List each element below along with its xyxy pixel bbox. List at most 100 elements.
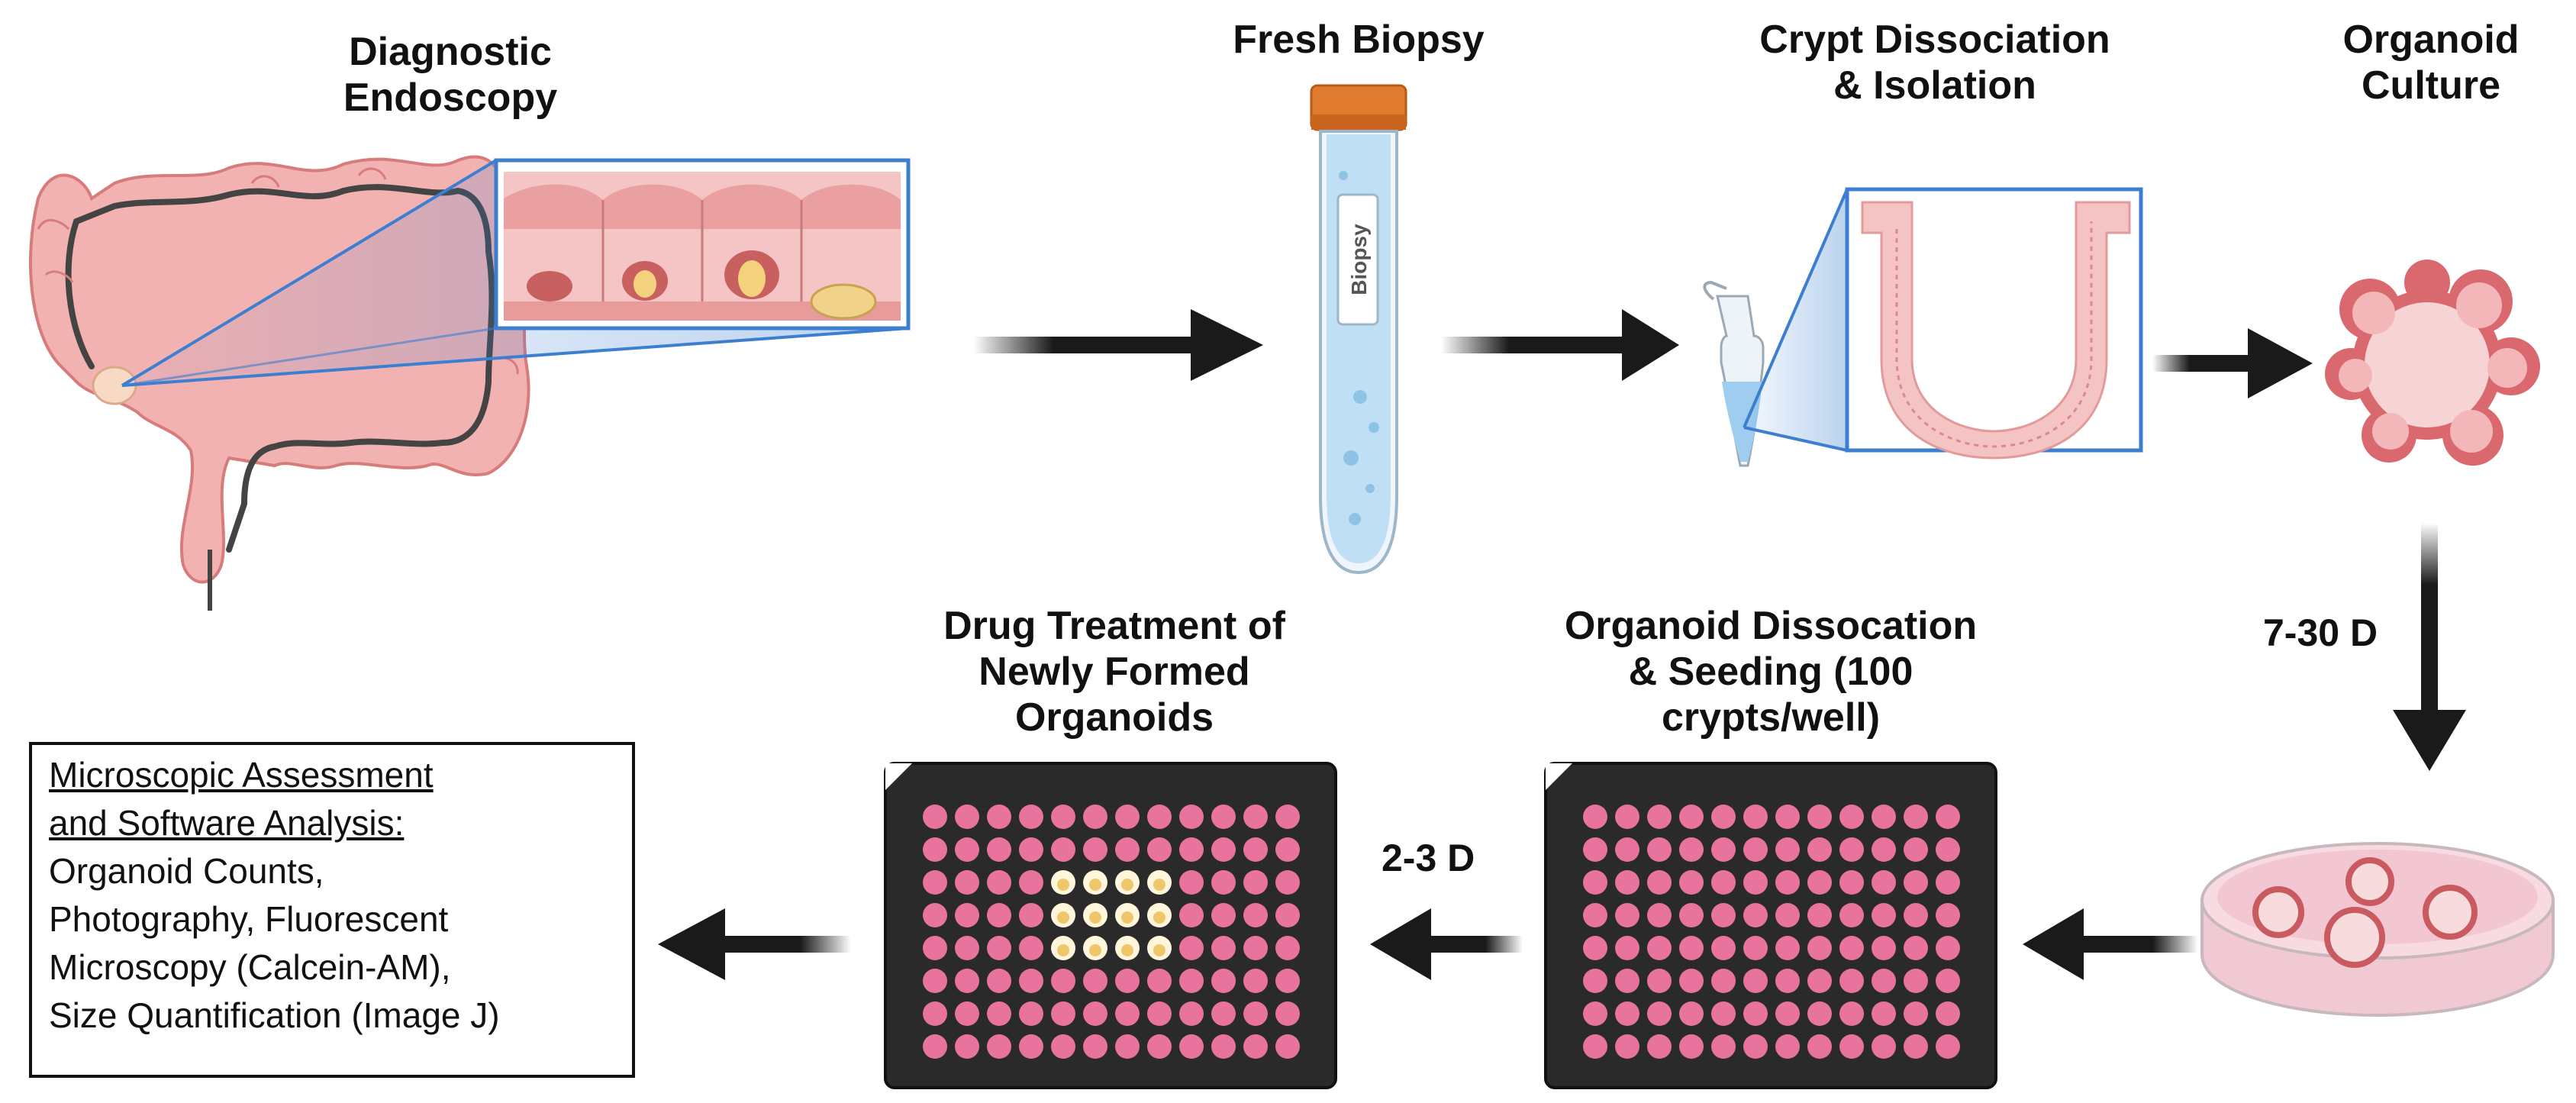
tube-label: Biopsy xyxy=(1347,224,1371,295)
arrow-drug-to-assessment xyxy=(658,908,851,980)
well xyxy=(1679,969,1704,993)
well xyxy=(1679,1034,1704,1059)
culture-title: Organoid Culture xyxy=(2305,17,2557,108)
well xyxy=(987,936,1011,960)
well xyxy=(1807,936,1832,960)
well xyxy=(987,837,1011,862)
well xyxy=(1147,805,1172,829)
endoscopy-title-line2: Endoscopy xyxy=(343,76,558,120)
well xyxy=(1243,936,1268,960)
well xyxy=(1019,805,1043,829)
well xyxy=(1872,969,1896,993)
organoid-dot xyxy=(1057,944,1069,956)
well xyxy=(1211,870,1236,895)
organoid-dot xyxy=(1153,944,1165,956)
well xyxy=(1775,1001,1800,1026)
drug-title-line1: Drug Treatment of xyxy=(943,604,1285,648)
well xyxy=(1839,870,1864,895)
well xyxy=(1243,1001,1268,1026)
well xyxy=(1711,870,1736,895)
seeding-title: Organoid Dissocation & Seeding (100 cryp… xyxy=(1496,603,2046,740)
well xyxy=(1936,870,1960,895)
assessment-heading-line2: and Software Analysis: xyxy=(49,803,405,843)
well xyxy=(1743,1001,1768,1026)
well xyxy=(1647,936,1672,960)
organoid-dot xyxy=(1089,911,1101,924)
well xyxy=(1904,837,1928,862)
well xyxy=(1936,1034,1960,1059)
well xyxy=(1936,903,1960,927)
well xyxy=(1743,903,1768,927)
well xyxy=(1615,1034,1639,1059)
well xyxy=(1743,837,1768,862)
well xyxy=(1243,969,1268,993)
endoscopy-title: Diagnostic Endoscopy xyxy=(290,29,611,121)
well xyxy=(1211,936,1236,960)
well xyxy=(1583,1001,1607,1026)
well xyxy=(1775,805,1800,829)
well xyxy=(955,870,979,895)
well xyxy=(1211,1034,1236,1059)
endoscopy-title-line1: Diagnostic xyxy=(349,30,552,74)
well xyxy=(1872,1034,1896,1059)
well xyxy=(923,837,947,862)
well xyxy=(1115,969,1140,993)
well xyxy=(1583,1034,1607,1059)
well xyxy=(1211,837,1236,862)
well xyxy=(1679,805,1704,829)
assessment-box: Microscopic Assessment and Software Anal… xyxy=(29,742,635,1078)
well xyxy=(955,969,979,993)
well xyxy=(1711,1001,1736,1026)
well xyxy=(1679,870,1704,895)
well xyxy=(1179,969,1204,993)
assessment-line: Microscopy (Calcein-AM), xyxy=(49,947,451,987)
well xyxy=(1872,1001,1896,1026)
well xyxy=(1211,805,1236,829)
well xyxy=(1051,1034,1075,1059)
biopsy-tube: Biopsy xyxy=(1310,84,1407,575)
well xyxy=(1243,870,1268,895)
well xyxy=(987,969,1011,993)
well xyxy=(1019,1001,1043,1026)
well xyxy=(1051,837,1075,862)
well xyxy=(1711,969,1736,993)
well xyxy=(1807,870,1832,895)
well xyxy=(1615,805,1639,829)
well xyxy=(987,805,1011,829)
well xyxy=(923,969,947,993)
well xyxy=(1115,837,1140,862)
well xyxy=(1275,903,1300,927)
assessment-line: Photography, Fluorescent xyxy=(49,899,449,939)
biopsy-title-line1: Fresh Biopsy xyxy=(1233,18,1485,62)
well xyxy=(1583,870,1607,895)
well xyxy=(987,870,1011,895)
seeding-plate-wells xyxy=(1583,805,1960,1059)
well xyxy=(1583,936,1607,960)
well xyxy=(1872,805,1896,829)
well xyxy=(955,837,979,862)
well xyxy=(1615,870,1639,895)
well xyxy=(1807,969,1832,993)
organoid-dot xyxy=(1089,879,1101,891)
well xyxy=(1839,805,1864,829)
well xyxy=(1083,1001,1107,1026)
well xyxy=(1275,805,1300,829)
well xyxy=(1019,837,1043,862)
well xyxy=(1711,903,1736,927)
well xyxy=(1583,903,1607,927)
well xyxy=(955,1001,979,1026)
well xyxy=(1904,1034,1928,1059)
well xyxy=(1647,969,1672,993)
culture-title-line2: Culture xyxy=(2362,63,2500,108)
well xyxy=(1583,837,1607,862)
organoid-dot xyxy=(1121,944,1133,956)
well xyxy=(923,805,947,829)
seeding-title-line2: & Seeding (100 xyxy=(1628,650,1913,694)
well xyxy=(1839,1034,1864,1059)
well xyxy=(1679,1001,1704,1026)
well xyxy=(1679,936,1704,960)
assessment-line: Organoid Counts, xyxy=(49,851,324,891)
culture-title-line1: Organoid xyxy=(2342,18,2520,62)
well xyxy=(1936,936,1960,960)
well xyxy=(1083,805,1107,829)
